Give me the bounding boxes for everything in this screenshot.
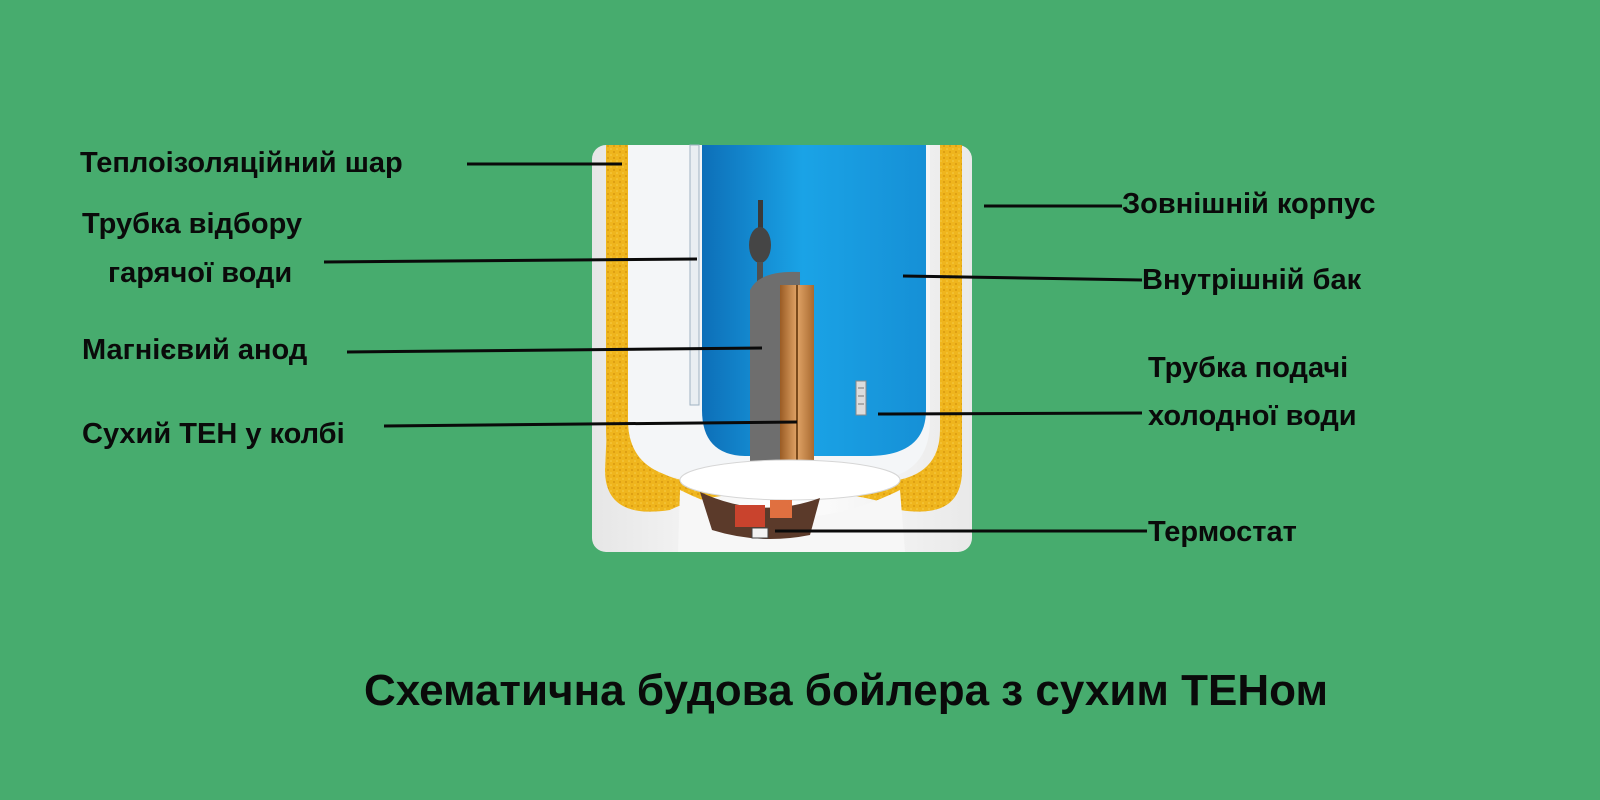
label-cold-pipe-line2: холодної води (1148, 400, 1357, 432)
leader-anode (346, 346, 763, 354)
label-hot-pipe-line1: Трубка відбору (82, 208, 303, 240)
label-outer-case: Зовнішній корпус (1122, 188, 1376, 220)
dry-heater-flask-shape (750, 271, 814, 462)
label-inner-tank: Внутрішній бак (1142, 264, 1362, 296)
leader-inner-tank (902, 274, 1143, 282)
leader-lines (323, 162, 1147, 533)
leader-hot-pipe (323, 257, 698, 264)
label-hot-pipe-line2: гарячої води (108, 257, 293, 289)
thermostat-compartment-shape (678, 459, 905, 552)
hot-water-pipe-shape (689, 144, 700, 406)
cold-water-outlet-shape (855, 380, 867, 416)
label-insulation: Теплоізоляційний шар (80, 147, 403, 179)
label-cold-pipe-line1: Трубка подачі (1148, 352, 1349, 384)
diagram-caption: Схематична будова бойлера з сухим ТЕНом (363, 666, 1329, 715)
insulation-shape (605, 145, 962, 512)
leader-heater (383, 420, 798, 428)
leader-cold-pipe (877, 411, 1143, 416)
label-thermostat: Термостат (1148, 516, 1297, 548)
label-anode: Магнієвий анод (82, 334, 308, 366)
label-heater: Сухий ТЕН у колбі (82, 418, 345, 450)
